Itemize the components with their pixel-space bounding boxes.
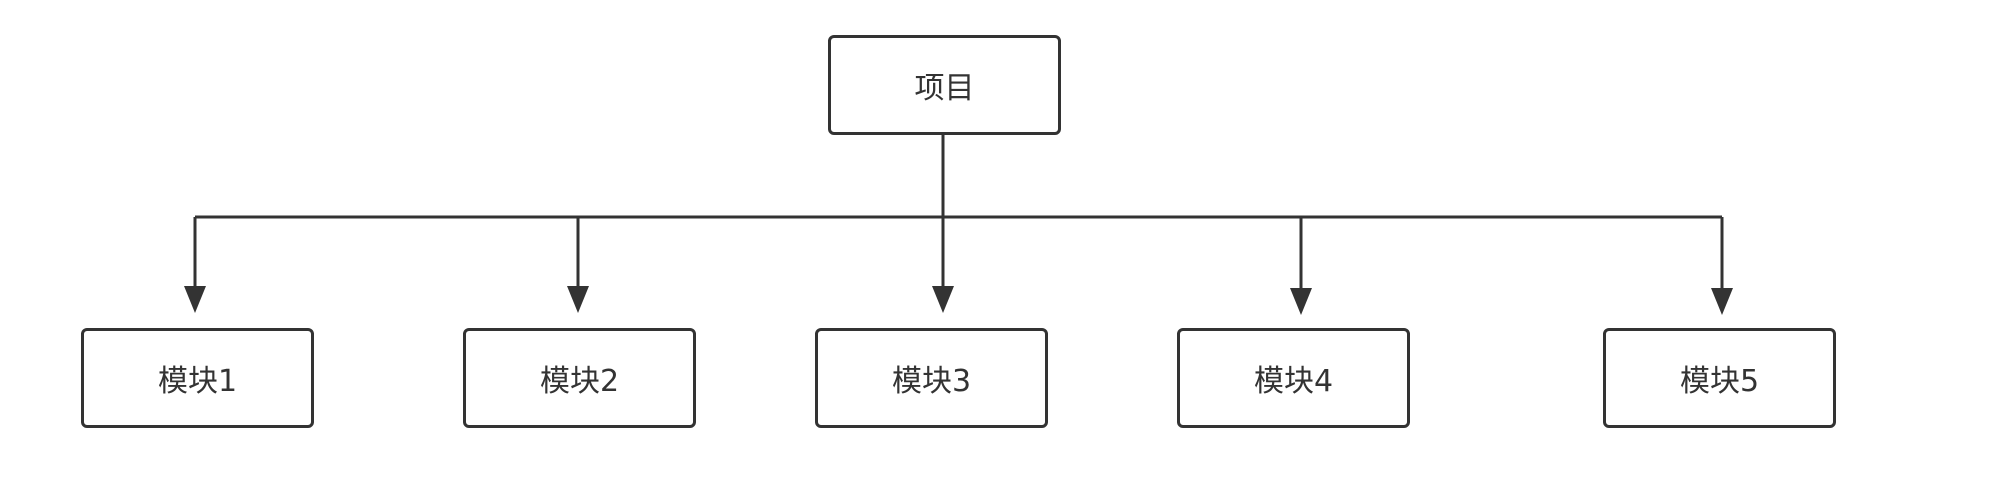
arrowhead-5 bbox=[1711, 288, 1733, 315]
arrowhead-4 bbox=[1290, 288, 1312, 315]
child-node-3: 模块3 bbox=[815, 328, 1048, 428]
root-node-label: 项目 bbox=[914, 71, 975, 106]
arrowhead-3 bbox=[932, 286, 954, 313]
child-node-label: 模块1 bbox=[157, 364, 238, 399]
child-node-2: 模块2 bbox=[463, 328, 696, 428]
child-node-label: 模块4 bbox=[1253, 364, 1334, 399]
child-node-5: 模块5 bbox=[1603, 328, 1836, 428]
root-node: 项目 bbox=[828, 35, 1061, 135]
child-node-label: 模块5 bbox=[1679, 364, 1760, 399]
child-node-label: 模块3 bbox=[891, 364, 972, 399]
child-node-1: 模块1 bbox=[81, 328, 314, 428]
child-node-4: 模块4 bbox=[1177, 328, 1410, 428]
child-node-label: 模块2 bbox=[539, 364, 620, 399]
arrowhead-2 bbox=[567, 286, 589, 313]
arrowhead-1 bbox=[184, 286, 206, 313]
